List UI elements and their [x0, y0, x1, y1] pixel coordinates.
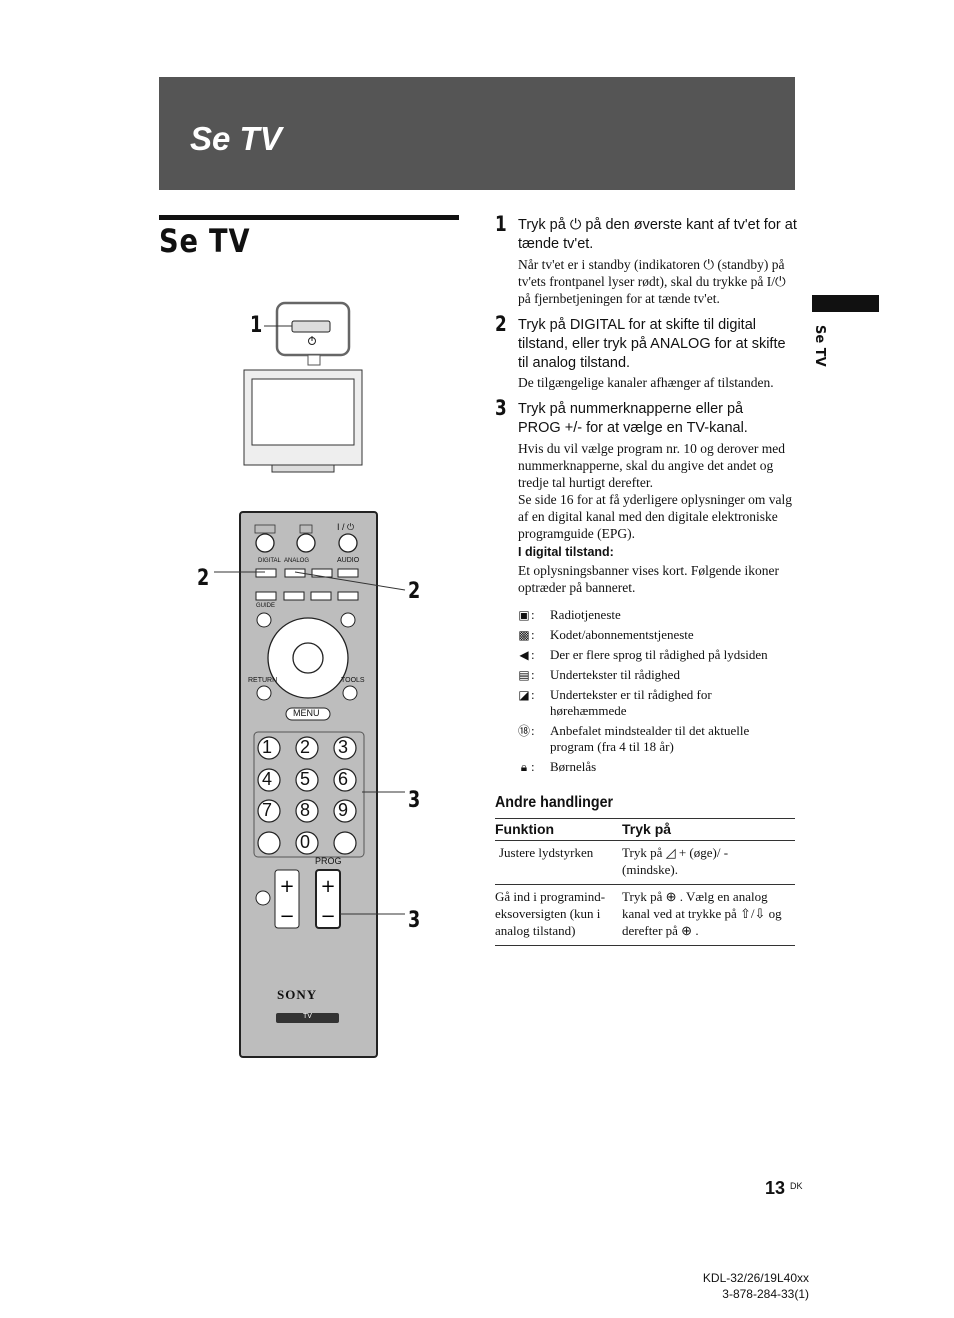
- step-1-number: 1: [495, 212, 507, 236]
- menu-label: MENU: [293, 708, 320, 718]
- chapter-title: Se TV: [190, 120, 282, 157]
- step-1-text: Tryk på ⏻ på den øverste kant af tv'et f…: [518, 217, 797, 252]
- table-header-row: Funktion Tryk på: [495, 818, 795, 841]
- subtitle-icon: ▤: [518, 668, 530, 682]
- num-4: 4: [262, 769, 273, 789]
- callout-lines: [214, 571, 406, 915]
- callout-1-line: [264, 325, 292, 327]
- operations-table: Funktion Tryk på Justere lydstyrken Tryk…: [495, 818, 795, 946]
- model-info: KDL-32/26/19L40xx 3-878-284-33(1): [660, 1270, 809, 1302]
- step-2-text: Tryk på DIGITAL for at skifte til digita…: [518, 317, 786, 371]
- lock-icon: 🔒︎: [520, 760, 528, 774]
- step-2-number: 2: [495, 312, 507, 336]
- svg-text:+: +: [320, 876, 335, 897]
- prog-label: PROG: [315, 856, 342, 866]
- step-3-text: Tryk på nummerknapperne eller på PROG +/…: [518, 401, 748, 436]
- table-header: Funktion: [495, 818, 622, 841]
- audio-label: AUDIO: [337, 557, 360, 564]
- svg-text:+: +: [279, 876, 294, 897]
- step-3-number: 3: [495, 396, 507, 420]
- digital-label: DIGITAL: [258, 558, 281, 564]
- radio-icon: ▣: [518, 608, 530, 622]
- icon-label: Der er flere sprog til rådighed på lydsi…: [550, 647, 768, 662]
- digital-text: Et oplysningsbanner vises kort. Følgende…: [518, 563, 779, 595]
- num-0: 0: [300, 832, 311, 852]
- callout-3-lower: 3: [408, 908, 421, 933]
- audio-language-icon: ◀: [519, 648, 529, 662]
- icon-list-item: ◀: Der er flere sprog til rådighed på ly…: [517, 647, 802, 663]
- table-cell: Justere lydstyrken: [499, 845, 594, 860]
- callout-1: 1: [250, 313, 263, 338]
- page-language: DK: [790, 1181, 803, 1191]
- num-9: 9: [338, 800, 349, 820]
- callout-3-upper: 3: [408, 788, 421, 813]
- step-1-note: Når tv'et er i standby (indikatoren ⏻ (s…: [518, 257, 786, 306]
- icon-list: ▣: Radiotjeneste ▩: Kodet/abonnementstje…: [517, 607, 802, 775]
- icon-list-item: ▣: Radiotjeneste: [518, 607, 621, 622]
- model-number: KDL-32/26/19L40xx: [702, 1271, 809, 1285]
- page-number: 13: [765, 1178, 786, 1198]
- icon-label: Undertekster er til rådighed for hørehæm…: [550, 687, 712, 718]
- num-6: 6: [338, 769, 349, 789]
- icon-list-item: ◪: Undertekster er til rådighed for høre…: [517, 687, 802, 719]
- svg-text:−: −: [279, 906, 294, 927]
- tools-label: TOOLS: [341, 677, 365, 684]
- icon-label: Børnelås: [550, 759, 597, 774]
- digital-heading: I digital tilstand:: [518, 545, 614, 559]
- icon-list-item: ▤: Undertekster til rådighed: [518, 667, 680, 682]
- remote-illustration: + − + −: [239, 511, 378, 1058]
- sony-logo: SONY: [277, 987, 318, 1002]
- table-cell: Gå ind i programind-eksoversigten (kun i…: [495, 889, 606, 938]
- icon-label: Undertekster til rådighed: [550, 667, 680, 682]
- side-tab: [812, 295, 879, 312]
- icon-label: Kodet/abonnementstjeneste: [550, 627, 694, 642]
- side-tab-label: Se TV: [812, 325, 827, 367]
- num-8: 8: [300, 800, 311, 820]
- table-cell: Tryk på ◿ + (øge)/ - (mindske).: [622, 845, 729, 877]
- icon-list-item: ▩: Kodet/abonnementstjeneste: [518, 627, 694, 642]
- step-3-note: Hvis du vil vælge program nr. 10 og dero…: [518, 441, 785, 490]
- icon-label: Anbefalet mindstealder til det aktuelle …: [550, 723, 750, 754]
- icon-list-item: 🔒︎: Børnelås: [517, 759, 802, 775]
- icon-label: Radiotjeneste: [550, 607, 621, 622]
- hearing-impaired-subtitle-icon: ◪: [518, 688, 530, 702]
- callout-2-left: 2: [197, 566, 210, 591]
- tv-badge-label: TV: [303, 1013, 312, 1020]
- num-7: 7: [262, 800, 273, 820]
- tv-illustration: [243, 301, 363, 473]
- power-label: I / ⏻: [337, 522, 355, 532]
- num-5: 5: [300, 769, 311, 789]
- age-rating-icon: ⑱: [517, 724, 530, 738]
- document-code: 3-878-284-33(1): [722, 1287, 809, 1301]
- other-heading: Andre handlinger: [495, 794, 614, 811]
- svg-text:−: −: [320, 906, 335, 927]
- guide-label: GUIDE: [256, 603, 276, 609]
- chapter-banner: [159, 77, 795, 190]
- num-3: 3: [338, 737, 349, 757]
- step-2-note: De tilgængelige kanaler afhænger af tils…: [518, 375, 774, 390]
- table-cell: Tryk på ⊕ . Vælg en analog kanal ved at …: [622, 889, 782, 938]
- table-row: Justere lydstyrken Tryk på ◿ + (øge)/ - …: [495, 841, 795, 885]
- callout-2-right: 2: [408, 579, 421, 604]
- table-row: Gå ind i programind-eksoversigten (kun i…: [495, 885, 795, 946]
- analog-label: ANALOG: [284, 558, 310, 564]
- scrambled-icon: ▩: [518, 628, 530, 642]
- section-title: Se TV: [159, 222, 251, 260]
- icon-list-item: ⑱: Anbefalet mindstealder til det aktuel…: [517, 723, 802, 755]
- num-1: 1: [262, 737, 273, 757]
- table-header: Tryk på: [622, 818, 795, 841]
- step-3-note-2: Se side 16 for at få yderligere oplysnin…: [518, 492, 793, 541]
- section-rule: [159, 215, 459, 220]
- num-2: 2: [300, 737, 311, 757]
- return-label: RETURN: [248, 677, 278, 684]
